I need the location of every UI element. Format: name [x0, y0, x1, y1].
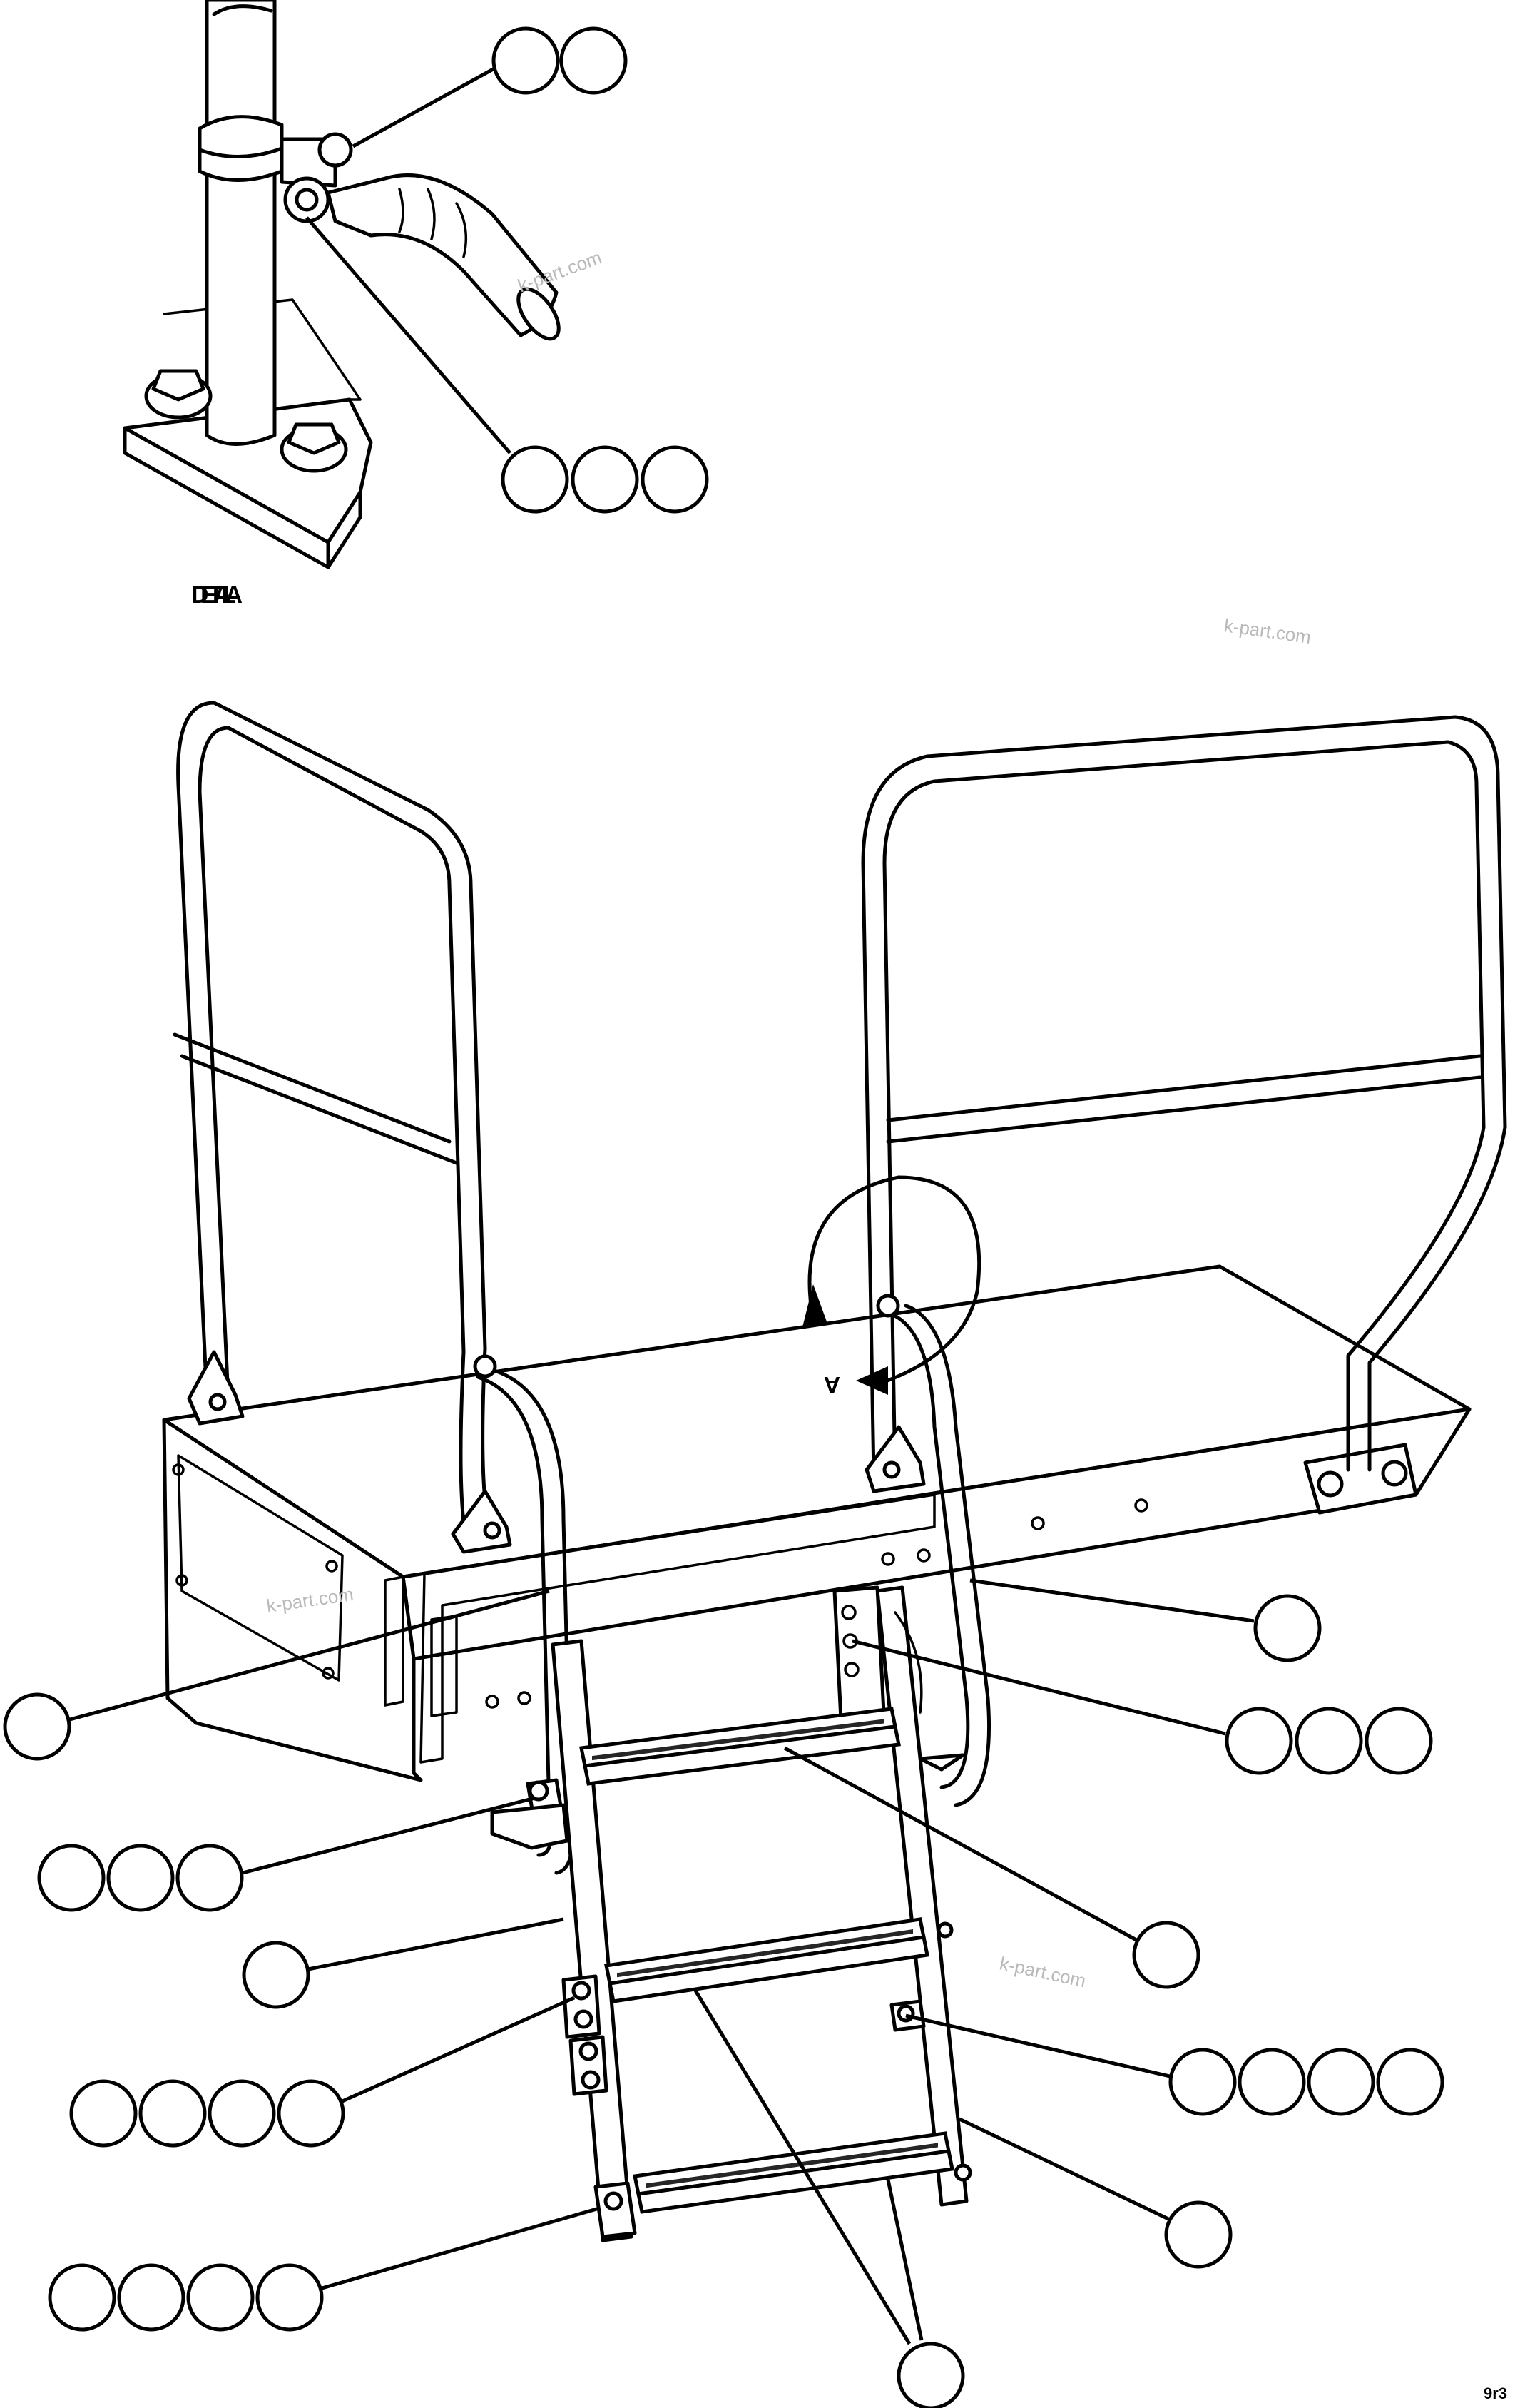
watermark: k-part.com — [1223, 614, 1312, 648]
base-bolt-right — [280, 422, 348, 473]
sheet-code: 9r3 — [1484, 2384, 1507, 2402]
tread-pattern — [592, 1719, 938, 2188]
detail-title: DETAIL A — [191, 581, 243, 609]
ladder-assembly — [490, 1585, 972, 2242]
view-a-marker — [802, 1175, 981, 1395]
callout-group — [305, 216, 709, 514]
detail-a-drawing — [123, 0, 561, 569]
handrail-left — [173, 701, 512, 1554]
watermark: k-part.com — [515, 246, 605, 296]
base-bolt-left — [144, 369, 213, 420]
callout-group — [905, 2013, 1444, 2116]
callout-group — [37, 1796, 536, 1912]
callout-group — [242, 1917, 564, 2009]
callout-group — [958, 2117, 1233, 2269]
watermark: k-part.com — [998, 1953, 1088, 1992]
callout-group — [852, 1639, 1433, 1775]
callout-group — [693, 1989, 965, 2408]
platform-assembly — [162, 1264, 1472, 1782]
callout-group — [352, 26, 628, 148]
callout-group — [3, 1589, 550, 1761]
handrail-right — [861, 715, 1507, 1493]
view-marker-label: A — [824, 1372, 840, 1398]
callout-group — [969, 1578, 1322, 1662]
callout-group — [48, 2206, 600, 2332]
ladder-grab-handles — [473, 1294, 991, 1875]
callout-group — [69, 1996, 576, 2148]
callout-group — [783, 1746, 1200, 1989]
